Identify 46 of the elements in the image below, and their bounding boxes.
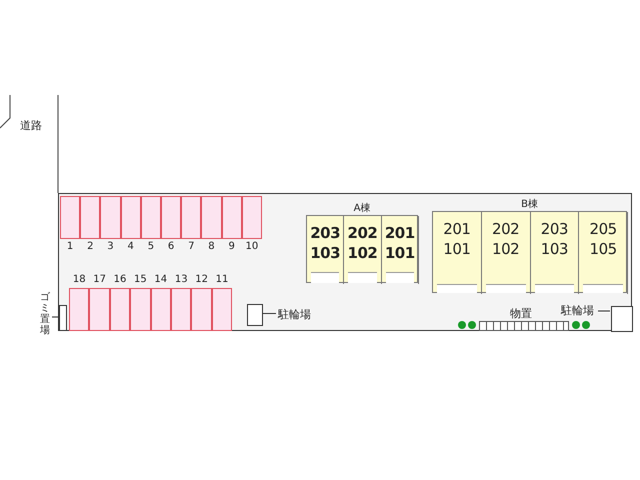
space-number: 5 — [146, 241, 156, 252]
room-number: 203 — [309, 224, 342, 242]
site-lot — [58, 193, 632, 331]
space-number: 10 — [244, 241, 260, 252]
space-number: 14 — [153, 274, 168, 285]
garbage-station — [59, 305, 67, 331]
room-number: 103 — [540, 240, 569, 258]
space-number: 8 — [207, 241, 216, 252]
room-number: 102 — [491, 240, 520, 258]
room-number: 201 — [384, 224, 416, 242]
area-label: ゴミ置場 — [40, 292, 50, 336]
area-label: 駐輪場 — [561, 303, 594, 318]
space-number: 1 — [66, 241, 74, 252]
road-label: 道路 — [20, 118, 42, 133]
space-number: 17 — [92, 274, 107, 285]
leader-line — [262, 313, 276, 314]
bike-shelter — [611, 306, 633, 332]
bike-shelter — [247, 304, 263, 326]
space-number: 16 — [112, 274, 128, 285]
space-number: 6 — [166, 241, 176, 252]
room-number: 202 — [346, 224, 378, 242]
room-number: 102 — [346, 244, 378, 262]
building-name: B棟 — [520, 198, 539, 211]
room-number: 101 — [384, 244, 416, 262]
building-name: A棟 — [352, 202, 372, 215]
space-number: 18 — [72, 274, 87, 285]
space-number: 2 — [86, 241, 94, 252]
space-number: 7 — [187, 241, 196, 252]
room-number: 101 — [442, 240, 472, 258]
room-number: 205 — [588, 220, 618, 238]
room-number: 202 — [491, 220, 520, 238]
space-number: 3 — [106, 241, 115, 252]
space-number: 12 — [194, 274, 209, 285]
area-label: 物置 — [510, 306, 532, 321]
room-number: 203 — [540, 220, 569, 238]
room-number: 103 — [309, 244, 342, 262]
space-number: 4 — [126, 241, 135, 252]
room-number: 105 — [588, 240, 618, 258]
area-label: 駐輪場 — [278, 307, 311, 322]
space-number: 11 — [214, 274, 230, 285]
space-number: 9 — [228, 241, 236, 252]
space-number: 15 — [133, 274, 148, 285]
space-number: 13 — [174, 274, 189, 285]
leader-line — [52, 316, 58, 318]
room-number: 201 — [442, 220, 472, 238]
leader-line — [598, 310, 610, 312]
